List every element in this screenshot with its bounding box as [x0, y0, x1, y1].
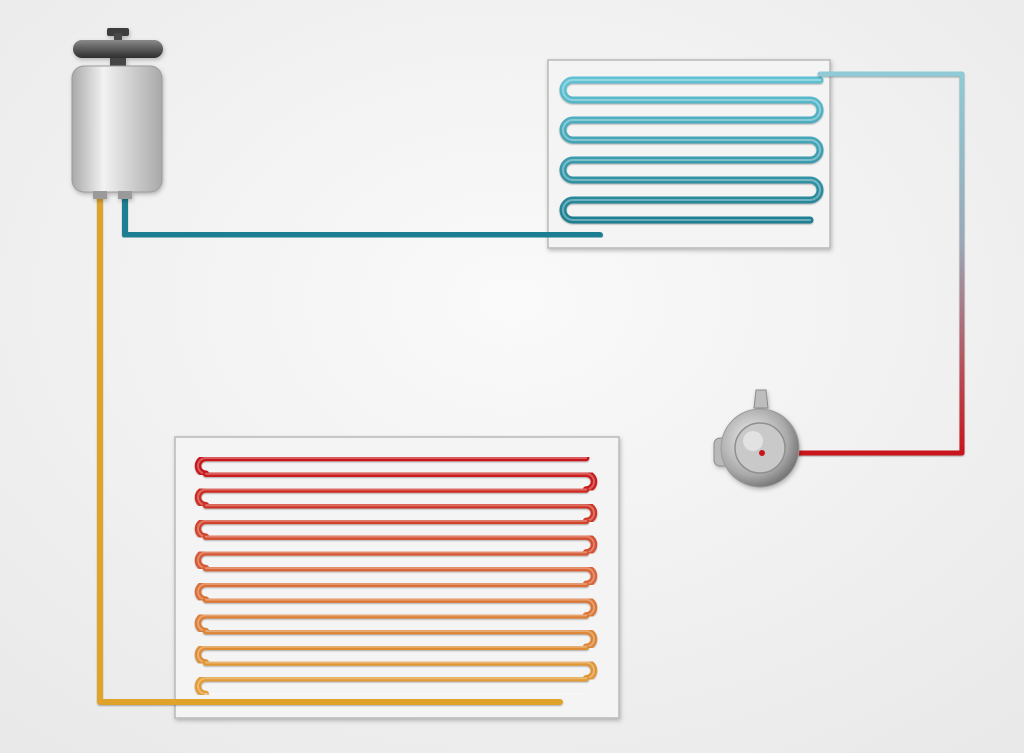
condenser-panel: [174, 436, 620, 719]
valve-icon: [713, 389, 800, 488]
return-line: [757, 71, 965, 456]
evaporator-coil-highlight: [562, 79, 821, 221]
evaporator-coil: [559, 76, 824, 224]
valve-outlet: [759, 450, 765, 456]
expansion-valve: [713, 389, 800, 488]
liquid-line: [97, 191, 563, 705]
evaporator: [547, 59, 831, 249]
condenser-coil: [194, 454, 598, 698]
suction-line: [122, 191, 603, 238]
compressor: [71, 28, 163, 199]
condenser: [174, 436, 620, 719]
compressor-icon: [71, 28, 163, 199]
